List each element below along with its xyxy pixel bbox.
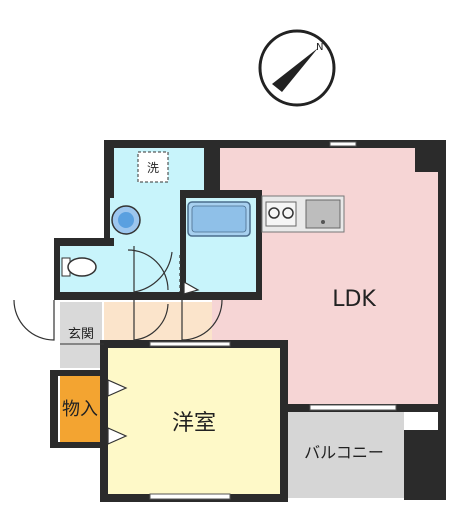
windows bbox=[149, 141, 397, 500]
bath-door-icon bbox=[183, 280, 200, 295]
storage-floor bbox=[60, 372, 102, 442]
entrance-floor bbox=[60, 302, 102, 368]
storage-door-bottom-icon bbox=[107, 427, 128, 445]
balcony-label: バルコニー bbox=[304, 443, 384, 462]
doors bbox=[13, 246, 223, 345]
door-hallway-a bbox=[133, 300, 169, 341]
window-ldk-balcony bbox=[309, 404, 397, 411]
balcony-floor bbox=[288, 410, 404, 498]
window-ldk-top bbox=[329, 141, 357, 147]
entrance-label: 玄関 bbox=[68, 327, 94, 342]
compass-north-label: N bbox=[316, 42, 323, 53]
kitchen-counter bbox=[261, 195, 345, 233]
toilet-icon bbox=[61, 257, 97, 277]
compass: N bbox=[258, 29, 336, 107]
north-arrow-icon bbox=[272, 48, 318, 92]
storage-door-top-icon bbox=[107, 379, 128, 397]
western-room-floor bbox=[105, 346, 285, 496]
western-room-label: 洋室 bbox=[172, 411, 216, 436]
door-toilet-arc bbox=[127, 249, 169, 291]
ldk-label: LDK bbox=[332, 287, 376, 312]
window-western-bottom bbox=[149, 493, 231, 500]
washer-label: 洗 bbox=[147, 161, 159, 175]
door-washroom bbox=[133, 246, 173, 293]
washer-space bbox=[137, 151, 169, 183]
door-entrance bbox=[13, 299, 55, 341]
stove-icon bbox=[265, 201, 297, 227]
storage-label: 物入 bbox=[62, 399, 98, 420]
window-western-top bbox=[149, 341, 231, 347]
door-hallway-b bbox=[181, 299, 223, 341]
hallway-floor bbox=[104, 302, 212, 344]
